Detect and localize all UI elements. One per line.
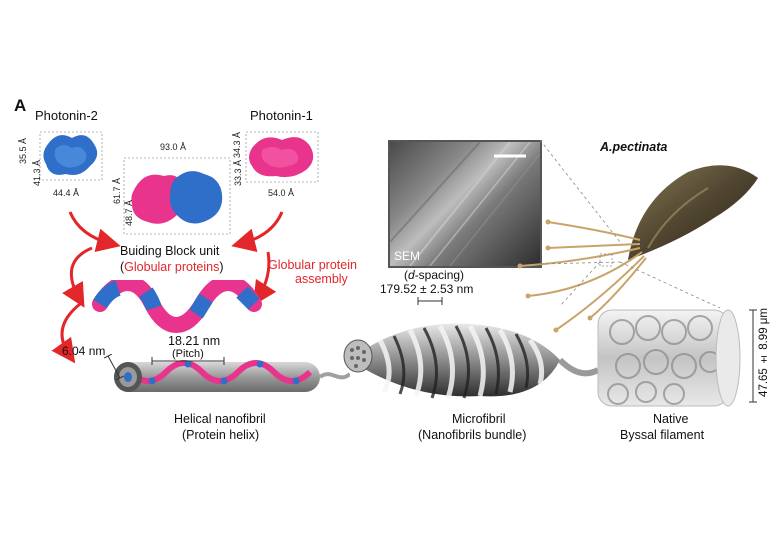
panel-letter: A	[14, 96, 27, 115]
diameter-value: 6.04 nm	[62, 344, 106, 358]
filament-diameter: 47.65 ± 8.99 μm	[758, 308, 770, 397]
zoom-lines	[539, 139, 721, 309]
dspacing-value: 179.52 ± 2.53 nm	[380, 282, 474, 296]
pitch-value: 18.21 nm	[168, 334, 221, 348]
block-subtitle: (Globular proteins)	[120, 260, 224, 274]
pitch-bracket	[151, 357, 225, 365]
stage-label-microfibril-line2: (Nanofibrils bundle)	[418, 428, 527, 442]
assembly-line1: Globular protein	[268, 258, 357, 272]
sem-label: SEM	[394, 249, 421, 263]
building-block-structure	[123, 157, 231, 235]
assembly-line2: assembly	[295, 272, 348, 286]
helical-nanofibril	[114, 360, 350, 392]
stage-label-filament-line1: Native	[653, 412, 689, 426]
block-subtitle-open: (	[120, 260, 125, 274]
block-title: Buiding Block unit	[120, 244, 220, 258]
byssal-filament	[597, 309, 741, 407]
block-subtitle-close: )	[219, 260, 224, 274]
diameter-bracket	[104, 354, 124, 380]
arrow-to-nanofibril	[51, 302, 81, 364]
photonin1-structure	[245, 131, 319, 183]
photonin2-title: Photonin-2	[35, 108, 98, 123]
protein-helix	[92, 280, 262, 333]
arrow-to-helix-left	[62, 246, 93, 308]
microfibril-bundle	[343, 323, 600, 399]
photonin2-structure	[39, 131, 103, 181]
dspacing-label: (d-spacing)	[404, 268, 464, 282]
sem-image: SEM	[388, 140, 542, 268]
block-subtitle-text: Globular proteins	[124, 260, 220, 274]
stage-label-microfibril-line1: Microfibril	[452, 412, 506, 426]
arrow-photonin1-to-block	[231, 211, 284, 252]
photonin1-dim-c: 54.0 Å	[268, 188, 295, 198]
dspacing-rest: -spacing)	[414, 268, 465, 282]
block-dim-top: 93.0 Å	[160, 142, 187, 152]
mussel-shell	[628, 165, 758, 260]
dspacing-bracket	[417, 297, 443, 305]
pitch-label: (Pitch)	[172, 348, 204, 360]
photonin1-title: Photonin-1	[250, 108, 313, 123]
filament-bracket	[749, 309, 757, 403]
dspacing-italic: d	[408, 268, 415, 282]
photonin2-dim-c: 44.4 Å	[53, 188, 80, 198]
species-label: A.pectinata	[600, 140, 668, 154]
arrow-to-helix-right	[253, 251, 277, 306]
stage-label-filament-line2: Byssal filament	[620, 428, 705, 442]
dspacing-open: (	[404, 268, 408, 282]
sem-texture	[390, 142, 540, 266]
stage-label-nanofibril-line2: (Protein helix)	[182, 428, 260, 442]
stage-label-nanofibril-line1: Helical nanofibril	[174, 412, 266, 426]
arrow-photonin2-to-block	[68, 211, 121, 252]
